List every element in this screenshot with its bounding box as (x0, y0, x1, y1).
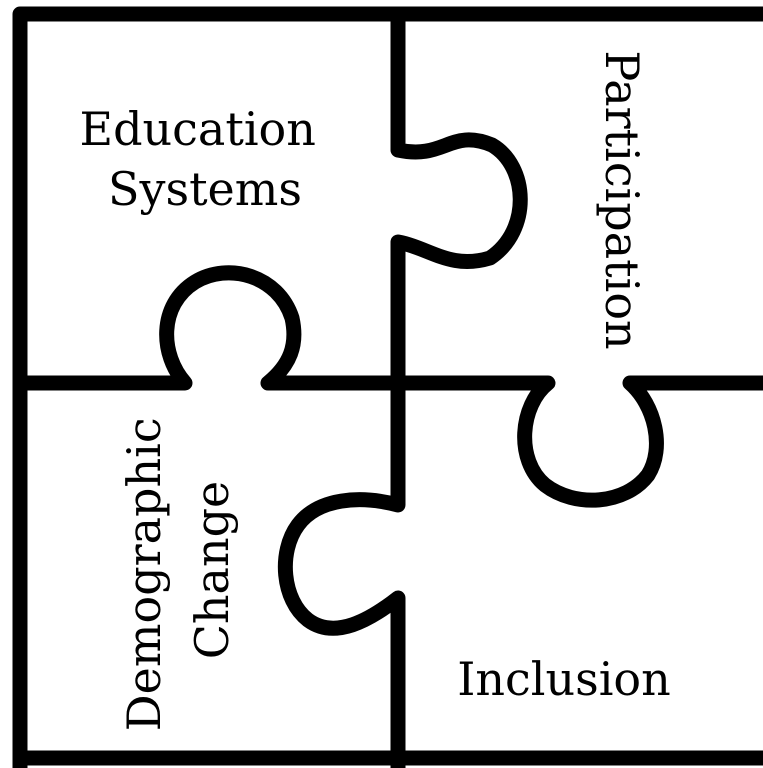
seam-left-horizontal (20, 265, 398, 391)
education-line: Education (80, 102, 316, 156)
seam-lower-vertical (277, 383, 406, 768)
change-line: Change (185, 481, 239, 660)
demographic-line: Demographic (117, 417, 171, 731)
seam-right-horizontal (398, 375, 763, 508)
seam-upper-vertical (390, 14, 528, 383)
participation-label: Participation (595, 50, 649, 349)
puzzle-frame (12, 6, 763, 768)
demographic-change-label: Demographic Change (117, 403, 239, 731)
inclusion-label: Inclusion (457, 652, 671, 706)
systems-line: Systems (108, 162, 302, 216)
education-systems-label: Education Systems (80, 102, 331, 216)
